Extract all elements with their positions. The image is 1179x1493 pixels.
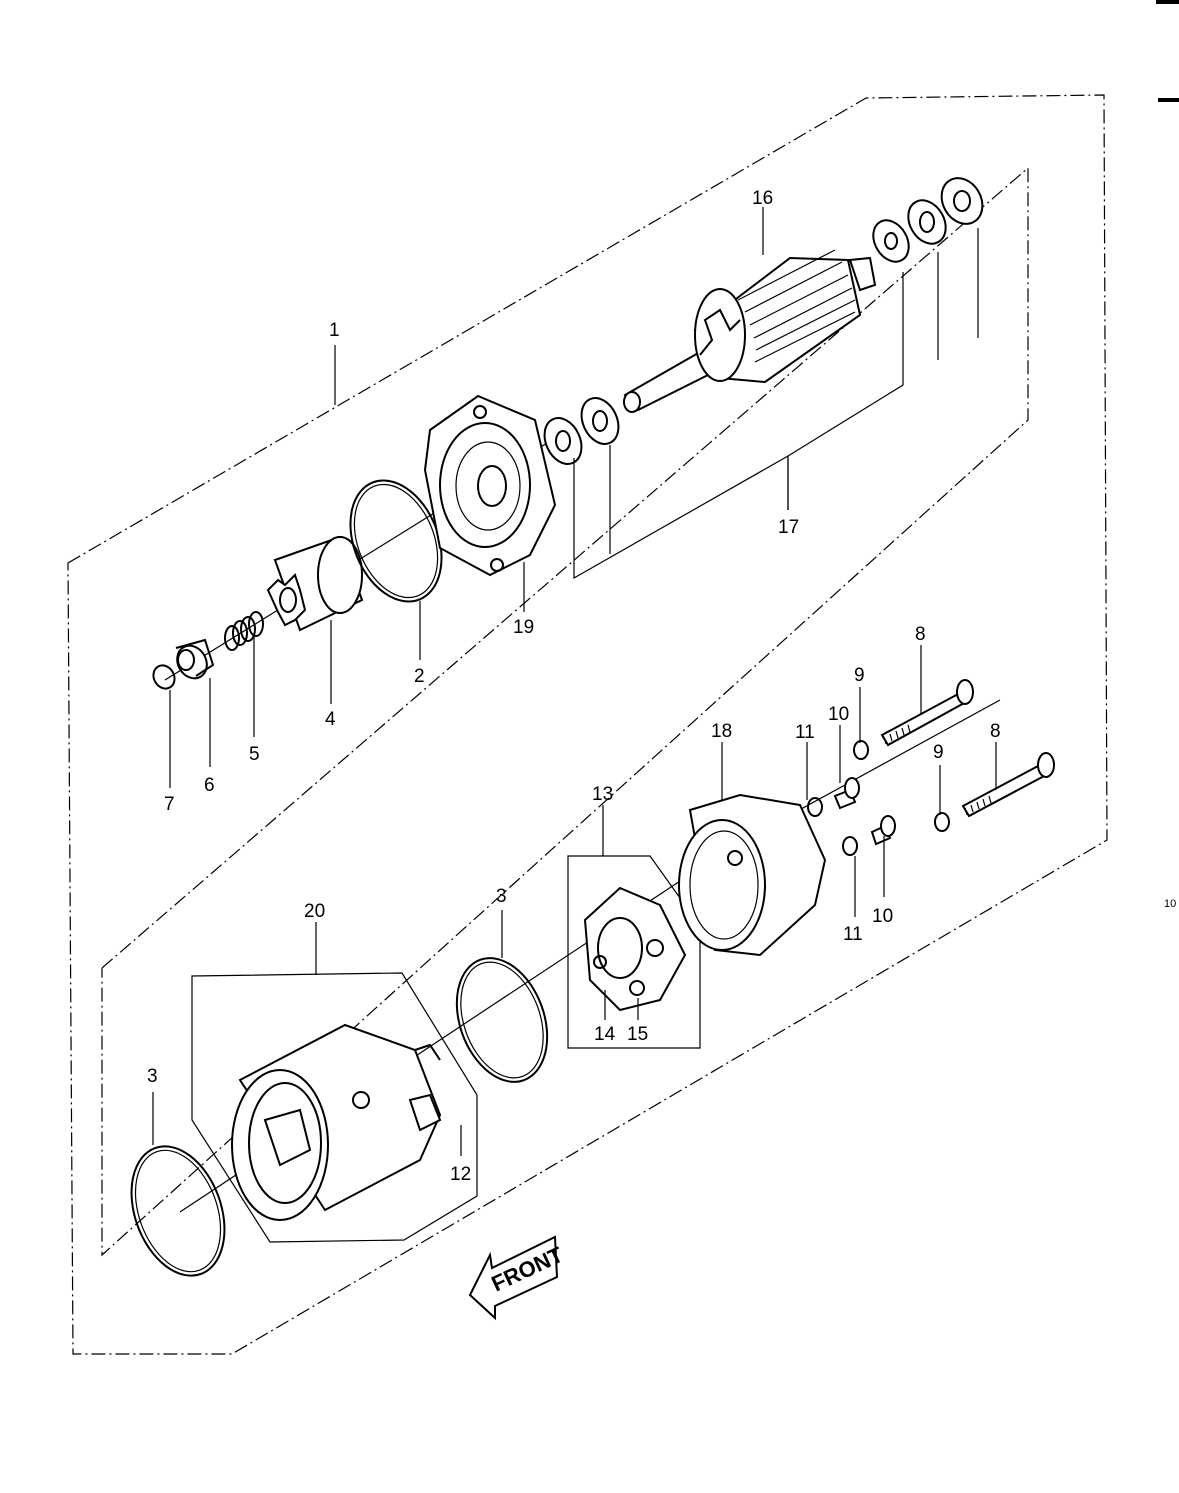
callout-9-lower: 9 [933,742,944,763]
callout-19: 19 [513,617,534,638]
callout-2: 2 [414,666,425,687]
callout-11-lower: 11 [843,924,863,945]
callout-7: 7 [164,794,175,815]
callout-16: 16 [752,188,773,209]
callout-14: 14 [594,1024,616,1045]
washer-17-upper-part [872,177,984,263]
edge-marks [1156,0,1179,102]
callout-4: 4 [325,709,336,730]
callout-6: 6 [204,775,215,796]
callout-3-right: 3 [496,886,507,907]
screw-10-lower-part [870,815,896,846]
o-ring-11-lower-part [842,836,858,856]
o-ring-3-left-part [130,1145,226,1277]
callout-10-lower: 10 [872,906,893,927]
callout-8-lower: 8 [990,721,1001,742]
screw-10-upper-part [833,777,860,810]
washer-9-lower-part [934,812,950,832]
callout-labels: 1 2 3 3 4 5 6 7 8 8 9 9 10 10 11 11 12 1… [147,188,1001,1185]
callout-15: 15 [627,1024,648,1045]
through-bolt-8-upper-part [880,679,974,747]
callout-13: 13 [592,784,613,805]
callout-12: 12 [450,1164,471,1185]
callout-20: 20 [304,901,325,922]
front-direction-arrow: FRONT [468,1235,567,1321]
snap-ring-part [152,664,176,690]
armature-part [623,249,877,413]
spring-part [224,611,264,651]
o-ring-3-right-part [455,957,549,1083]
callout-1: 1 [329,320,340,341]
callout-10-upper: 10 [828,704,849,725]
leader-lines [152,207,997,1156]
callout-5: 5 [249,744,260,765]
front-cover-part [423,394,557,577]
callout-17: 17 [778,517,799,538]
washer-9-upper-part [853,740,869,760]
callout-8-upper: 8 [915,624,926,645]
o-ring-11-upper-part [807,797,823,817]
callout-3-left: 3 [147,1066,158,1087]
brush-holder-part [567,855,701,1049]
collar-part [175,638,215,680]
washer-17-lower-part [543,397,620,465]
through-bolt-8-lower-part [961,752,1055,818]
rear-cover-part [678,793,827,957]
pinion-clutch-part [266,535,364,632]
armature-group-boundary [101,166,1029,1257]
callout-18: 18 [711,721,732,742]
yoke-housing-part [191,972,478,1243]
callout-9-upper: 9 [854,665,865,686]
assembly-boundary [67,94,1108,1355]
page-marker: 10 [1164,898,1176,910]
callout-11-upper: 11 [795,722,815,743]
